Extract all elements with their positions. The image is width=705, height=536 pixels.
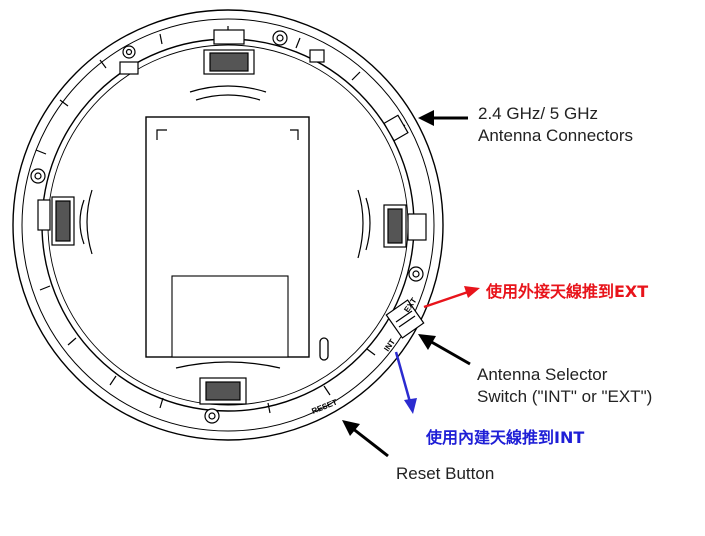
colored-arrows [394,286,480,414]
antenna-selector-switch [385,299,425,339]
selector-line2: Switch ("INT" or "EXT") [477,387,653,406]
antenna-connectors-line1: 2.4 GHz/ 5 GHz [478,104,598,123]
board-module [171,275,289,358]
selector-line1: Antenna Selector [477,365,608,384]
outer-ring [12,9,444,441]
antenna-connectors-label: 2.4 GHz/ 5 GHz Antenna Connectors [478,103,633,147]
outer-ring-inner [21,18,435,432]
selector-label: Antenna Selector Switch ("INT" or "EXT") [477,364,652,408]
arrow-reset [351,426,389,458]
bottom-connector [175,361,281,405]
reset-mark: RESET [310,397,338,415]
ext-note: 使用外接天線推到EXT [486,282,649,301]
main-board [145,116,310,358]
top-connector [119,29,325,101]
int-note: 使用內建天線推到INT [426,428,585,447]
reset-button-label: Reset Button [396,464,495,483]
callout-arrows [342,110,471,458]
left-connector [37,189,93,255]
arrow-selector [427,338,471,366]
right-antenna-connector [357,114,427,259]
antenna-connectors-line2: Antenna Connectors [478,126,633,145]
screw-bosses [30,30,424,424]
ext-arrow [423,290,469,309]
int-mark: INT [382,337,397,353]
slot [319,337,329,361]
int-arrow [394,351,412,403]
